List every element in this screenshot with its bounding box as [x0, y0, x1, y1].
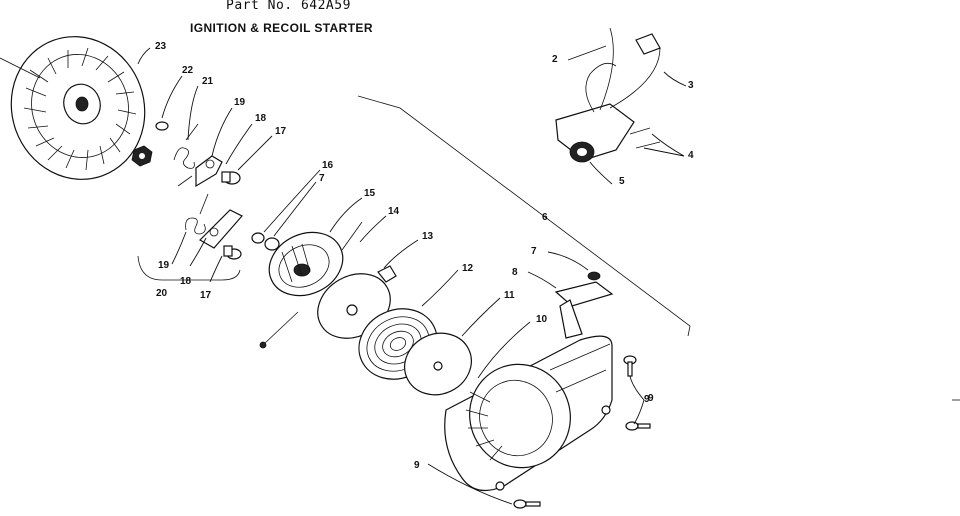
diagram-title: IGNITION & RECOIL STARTER — [190, 21, 373, 35]
washer-icon — [251, 232, 280, 251]
callout-number: 7 — [531, 246, 537, 257]
callout-number: 23 — [155, 41, 167, 52]
handle-icon — [554, 271, 614, 339]
callout-number: 18 — [255, 113, 267, 124]
callout-number: 21 — [202, 76, 214, 87]
callout-number: 9 — [414, 460, 420, 471]
callout-layer: 23 22 21 19 18 17 16 7 15 14 13 12 11 10 9 8 7 6 5 4 3 2 19 18 1… — [155, 41, 694, 471]
callout-number: 13 — [422, 231, 434, 242]
callout-number: 17 — [200, 290, 212, 301]
pulley-icon — [268, 231, 344, 297]
assembly-bracket — [357, 95, 691, 337]
nut-icon — [131, 145, 153, 167]
callout-number: 4 — [688, 150, 694, 161]
washer-icon — [155, 121, 169, 131]
callout-number: 18 — [180, 276, 192, 287]
callout-number: 19 — [234, 97, 246, 108]
callout-number: 19 — [158, 260, 170, 271]
callout-number: 3 — [688, 80, 694, 91]
callout-number: 6 — [542, 212, 548, 223]
callout-number: 17 — [275, 126, 287, 137]
flywheel-icon — [0, 36, 146, 180]
callout-number: 14 — [388, 206, 400, 217]
callout-number: 12 — [462, 263, 474, 274]
callout-number: 22 — [182, 65, 194, 76]
callout-number: 9 — [644, 394, 650, 405]
ignition-module-icon — [555, 27, 661, 163]
part-number: Part No. 642A59 — [226, 0, 351, 13]
callout-number: 20 — [156, 288, 168, 299]
callout-number: 9 — [648, 393, 654, 404]
callout-number: 5 — [619, 176, 625, 187]
callout-number: 2 — [552, 54, 558, 65]
callout-number: 10 — [536, 314, 548, 325]
pawl-icon — [199, 209, 243, 249]
callout-number: 7 — [319, 173, 325, 184]
spring-icon — [173, 123, 199, 187]
screw-icon — [221, 171, 241, 185]
callout-number: 15 — [364, 188, 376, 199]
callout-number: 11 — [504, 290, 515, 301]
rope-icon — [259, 221, 363, 349]
pawl-icon — [195, 155, 223, 188]
group-bracket — [137, 255, 241, 281]
callout-number: 16 — [322, 160, 334, 171]
callout-number: 8 — [512, 267, 518, 278]
screw-icon — [223, 245, 242, 260]
disc-icon — [404, 332, 472, 396]
spring-icon — [185, 193, 209, 235]
leader-lines — [137, 45, 687, 505]
housing-icon — [444, 335, 613, 492]
